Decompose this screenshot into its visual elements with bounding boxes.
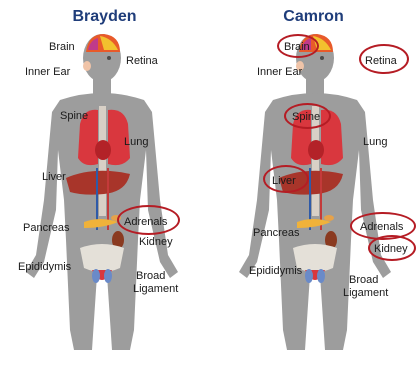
body-figure <box>0 0 209 379</box>
label-lung: Lung <box>363 136 387 148</box>
label-brain: Brain <box>49 41 75 53</box>
label-broad-ligament-line2: Ligament <box>343 287 388 299</box>
highlight-circle-spine <box>284 103 331 129</box>
label-inner-ear: Inner Ear <box>257 66 302 78</box>
label-broad-ligament-line1: Broad <box>349 274 378 286</box>
highlight-circle-adrenals <box>117 205 180 235</box>
brain-organ <box>86 34 120 52</box>
label-spine: Spine <box>60 110 88 122</box>
highlight-circle-liver <box>263 165 309 193</box>
label-pancreas: Pancreas <box>23 222 69 234</box>
label-pancreas: Pancreas <box>253 227 299 239</box>
label-epididymis: Epididymis <box>18 261 71 273</box>
label-broad-ligament-line2: Ligament <box>133 283 178 295</box>
label-inner-ear: Inner Ear <box>25 66 70 78</box>
highlight-circle-brain <box>277 34 319 58</box>
highlight-circle-kidney <box>368 235 416 261</box>
label-liver: Liver <box>42 171 66 183</box>
panel-camron: Camron Brain Inner Ear Retina Spine Lung <box>209 0 418 379</box>
label-lung: Lung <box>124 136 148 148</box>
label-kidney: Kidney <box>139 236 173 248</box>
panel-brayden: Brayden <box>0 0 209 379</box>
highlight-circle-retina <box>359 44 409 74</box>
label-retina: Retina <box>126 55 158 67</box>
label-epididymis: Epididymis <box>249 265 302 277</box>
label-broad-ligament-line1: Broad <box>136 270 165 282</box>
